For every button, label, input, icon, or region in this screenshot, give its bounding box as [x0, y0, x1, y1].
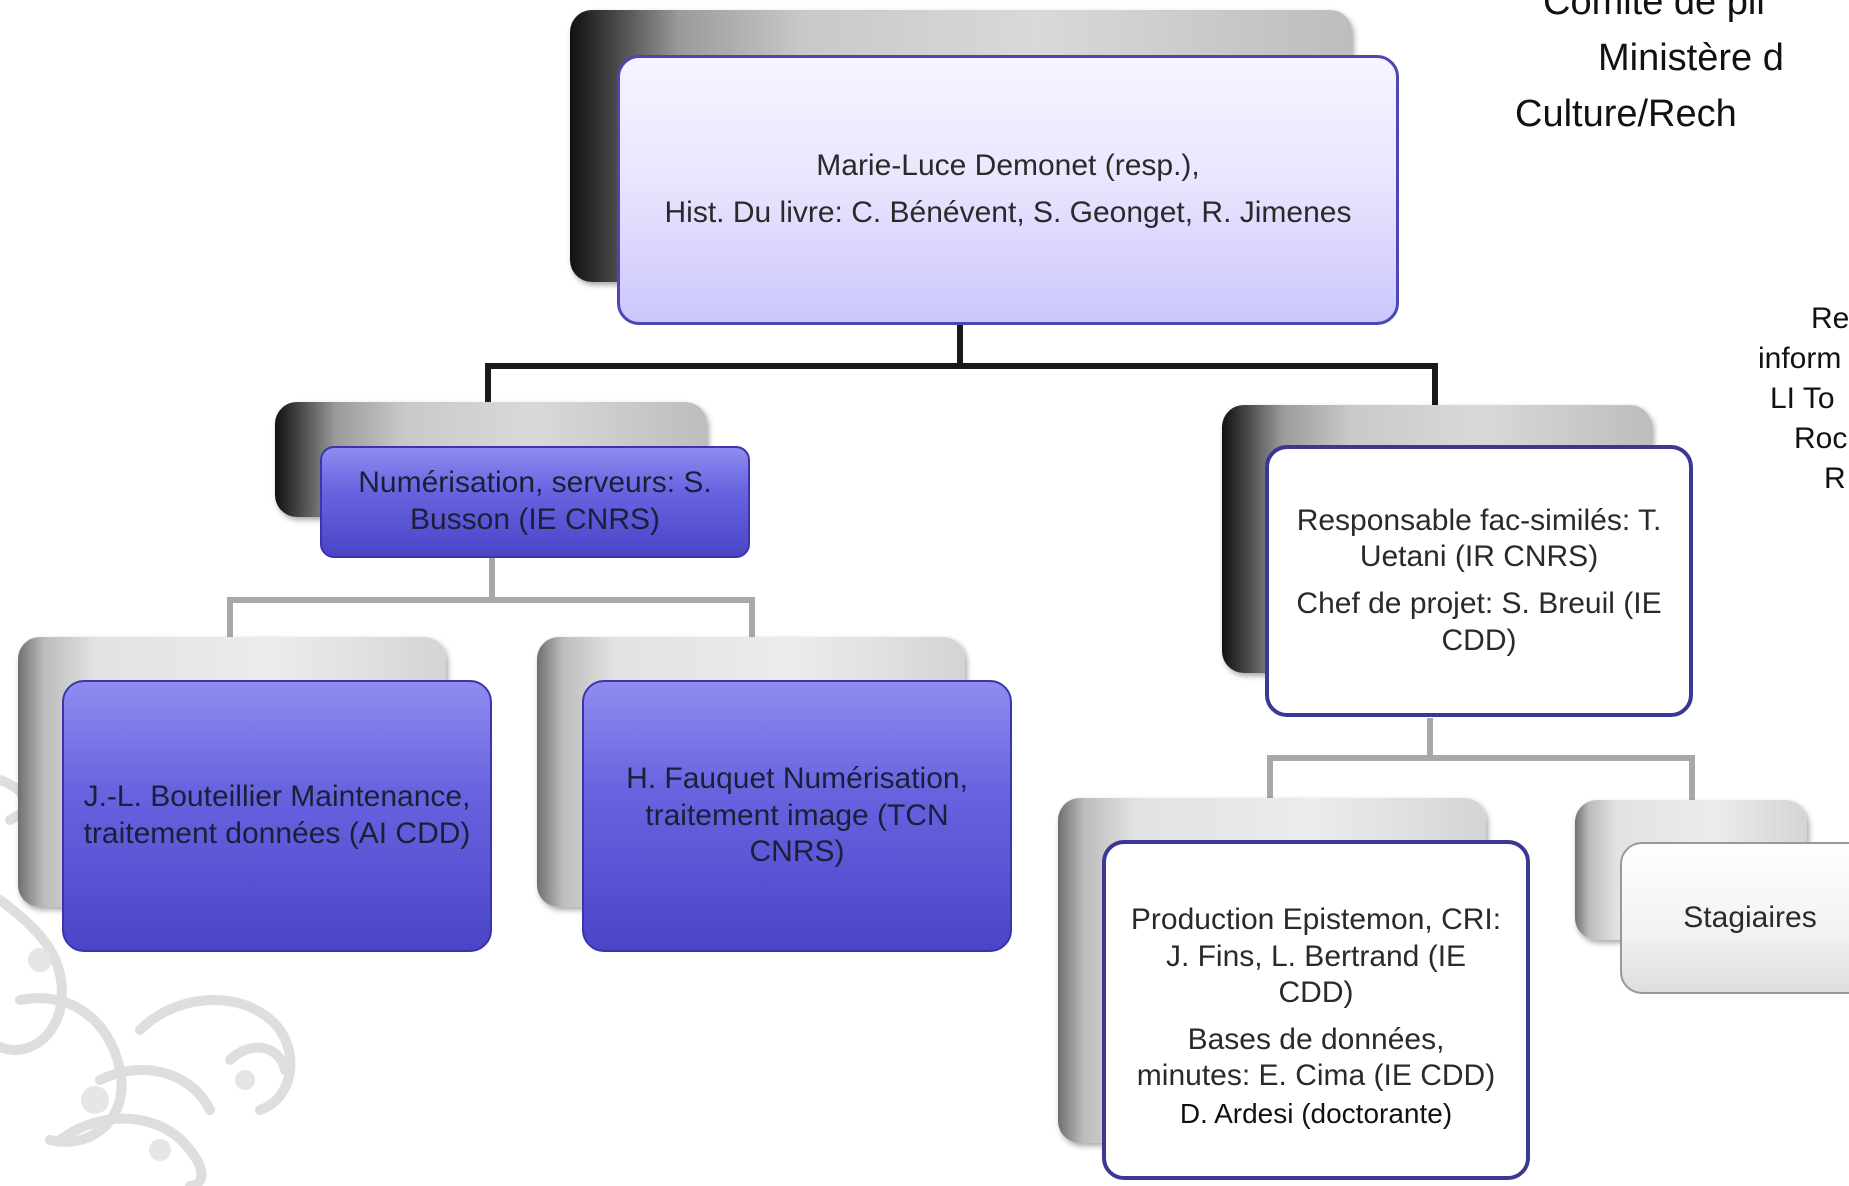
title-line-1: Comité de pil	[1543, 0, 1765, 23]
side-line-3: LI To	[1770, 382, 1835, 415]
node-numerisation-box: Numérisation, serveurs: S. Busson (IE CN…	[320, 446, 750, 558]
root-connector	[485, 325, 1438, 412]
node-fauquet-box: H. Fauquet Numérisation, traitement imag…	[582, 680, 1012, 952]
epistemon-line-1: Production Epistemon, CRI: J. Fins, L. B…	[1130, 903, 1502, 1010]
floral-ornament	[0, 775, 296, 1186]
side-line-1: Rec	[1811, 302, 1849, 335]
side-line-4: Roc	[1794, 422, 1848, 455]
bouteillier-label: J.-L. Bouteillier Maintenance, traitemen…	[83, 780, 471, 850]
fauquet-label: H. Fauquet Numérisation, traitement imag…	[626, 762, 968, 869]
numerisation-connector	[227, 556, 755, 640]
stagiaires-label: Stagiaires	[1683, 900, 1817, 934]
node-epistemon-box: Production Epistemon, CRI: J. Fins, L. B…	[1102, 840, 1530, 1180]
facsimiles-line-1: Responsable fac-similés: T. Uetani (IR C…	[1296, 503, 1662, 574]
numerisation-label: Numérisation, serveurs: S. Busson (IE CN…	[358, 466, 712, 536]
node-facsimiles-box: Responsable fac-similés: T. Uetani (IR C…	[1265, 445, 1693, 717]
epistemon-line-2: Bases de données, minutes: E. Cima (IE C…	[1136, 1022, 1496, 1093]
facsimiles-connector	[1267, 718, 1695, 800]
title-line-2: Ministère d	[1598, 37, 1784, 79]
facsimiles-line-2: Chef de projet: S. Breuil (IE CDD)	[1296, 587, 1662, 657]
node-bouteillier-box: J.-L. Bouteillier Maintenance, traitemen…	[62, 680, 492, 952]
title-line-3: Culture/Rech	[1515, 93, 1737, 135]
node-stagiaires-box: Stagiaires	[1620, 842, 1849, 994]
epistemon-footer: D. Ardesi (doctorante)	[1179, 1097, 1453, 1129]
side-line-2: inform	[1758, 342, 1842, 375]
side-line-5: R	[1824, 462, 1846, 495]
root-line-1: Marie-Luce Demonet (resp.),	[816, 149, 1200, 183]
node-root-box: Marie-Luce Demonet (resp.), Hist. Du liv…	[617, 55, 1399, 325]
root-line-2: Hist. Du livre: C. Bénévent, S. Geonget,…	[664, 196, 1352, 229]
